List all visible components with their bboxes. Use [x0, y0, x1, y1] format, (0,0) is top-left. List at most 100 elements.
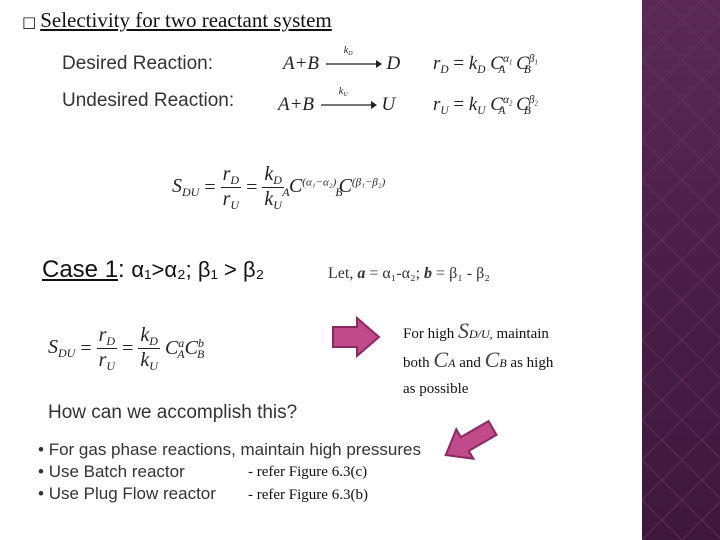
undesired-rate-ca: C	[490, 94, 503, 115]
bullet-dot: •	[38, 462, 44, 481]
sel2-ku: k	[140, 349, 150, 372]
note-p5: as high	[510, 355, 554, 371]
slide-title: □Selectivity for two reactant system	[22, 8, 332, 33]
undesired-rate-k-sub: U	[477, 104, 486, 117]
sel2-eq-2: =	[122, 337, 134, 360]
note-s: S	[458, 318, 470, 343]
sel2-ku-sub: U	[149, 359, 158, 374]
case1-heading: Case 1: α₁>α₂; β₁ > β₂	[42, 256, 264, 284]
sel-lhs-sub: DU	[182, 185, 200, 200]
sel-rd: r	[222, 163, 231, 185]
desired-reactants: A+B	[283, 53, 320, 74]
undesired-reaction-label: Undesired Reaction:	[62, 90, 235, 111]
desired-arrow-k: k	[343, 45, 349, 56]
let-prefix: Let,	[328, 265, 354, 282]
note-p4: and	[459, 355, 481, 371]
title-bullet: □	[22, 13, 37, 31]
let-a-var: a	[357, 265, 366, 282]
decorative-side-panel	[642, 0, 720, 540]
undesired-alpha-sub: 2	[508, 100, 513, 108]
sel2-ca-exp: a	[178, 335, 185, 350]
desired-rate-r: r	[433, 53, 441, 74]
note-ca-sub: A	[448, 356, 456, 370]
sel-ca-sub: A	[282, 185, 290, 200]
bullet-dot: •	[38, 440, 44, 459]
undesired-rate-eq: =	[453, 94, 465, 115]
ref-figure-c: - refer Figure 6.3(c)	[248, 464, 368, 480]
note-ca: C	[433, 347, 449, 372]
sel-ca-exp: (α₁−α₂)	[302, 176, 337, 189]
undesired-rate-law: rU = kU Cα2A Cβ2B	[433, 94, 538, 117]
bullet-text-1: Use Batch reactor	[48, 462, 185, 481]
undesired-rate-cb: C	[516, 94, 529, 115]
diagonal-arrow-icon	[444, 419, 498, 460]
sel-ku: k	[264, 188, 274, 211]
sel2-ca: C	[164, 336, 179, 359]
desired-beta: β	[528, 53, 535, 66]
sel2-eq-1: =	[80, 337, 92, 360]
diamond-pattern-icon	[642, 0, 720, 540]
sel-kd: k	[264, 163, 274, 185]
sel-fraction-r: rD rU	[220, 163, 242, 213]
sel-ru: r	[222, 188, 231, 211]
bullet-text-2: Use Plug Flow reactor	[48, 484, 216, 503]
sel-eq-1: =	[204, 176, 216, 199]
desired-arrow: kD	[324, 45, 382, 69]
desired-rate-law: rD = kD Cα1A Cβ1B	[433, 53, 538, 76]
undesired-product: U	[381, 94, 396, 115]
list-item: • For gas phase reactions, maintain high…	[38, 439, 421, 461]
note-cb-sub: B	[499, 356, 507, 370]
desired-rate-cb: C	[516, 53, 529, 74]
desired-rate-k: k	[468, 53, 478, 74]
sel2-kd: k	[140, 324, 150, 346]
desired-alpha-sub: 1	[508, 59, 513, 67]
undesired-reactants: A+B	[278, 94, 315, 115]
selectivity-equation-case1: SDU = rD rU = kD kU CaACbB	[48, 324, 204, 374]
undesired-rate-r-sub: U	[440, 104, 449, 117]
sel2-ru-sub: U	[106, 359, 116, 374]
sel-rd-sub: D	[230, 173, 240, 188]
sel-cb: C	[338, 175, 352, 198]
sel-kd-sub: D	[273, 173, 282, 188]
sel2-lhs-sub: DU	[58, 346, 76, 361]
desired-ca-sub: A	[498, 63, 506, 76]
note-p2: maintain	[496, 326, 549, 342]
desired-reaction-equation: A+B kD D	[283, 45, 401, 75]
list-item: • Use Plug Flow reactor	[38, 483, 421, 505]
sel2-ru: r	[98, 349, 107, 372]
undesired-arrow-k: k	[338, 86, 344, 97]
title-text: Selectivity for two reactant system	[40, 8, 332, 32]
undesired-beta: β	[528, 94, 535, 107]
let-a-def: = α₁-α₂;	[369, 265, 421, 282]
sel2-rd: r	[98, 324, 107, 346]
case1-condition: α₁>α₂; β₁ > β₂	[131, 257, 265, 282]
sel-lhs: S	[172, 175, 182, 198]
bullet-dot: •	[38, 484, 44, 503]
sel2-cb-sub: B	[196, 347, 205, 362]
selectivity-equation: SDU = rD rU = kD kU C(α₁−α₂)A C(β₁−β₂)B	[172, 163, 385, 213]
sel2-rd-sub: D	[106, 334, 116, 349]
undesired-beta-sub: 2	[534, 100, 538, 108]
desired-cb-sub: B	[523, 63, 531, 76]
note-p3: both	[403, 355, 430, 371]
note-cb: C	[484, 347, 500, 372]
sel2-cb: C	[184, 336, 198, 359]
sel2-fraction-k: kD kU	[138, 324, 160, 374]
undesired-reaction-equation: A+B kU U	[278, 86, 396, 116]
sel-cb-sub: B	[335, 185, 343, 200]
sel2-cb-exp: b	[197, 335, 204, 350]
note-p6: as possible	[403, 381, 469, 397]
case1-word: Case 1	[42, 256, 119, 283]
sel2-kd-sub: D	[149, 334, 158, 349]
sel-ku-sub: U	[273, 198, 282, 213]
sel2-fraction-r: rD rU	[96, 324, 118, 374]
let-b-var: b	[424, 265, 433, 282]
bullet-text-0: For gas phase reactions, maintain high p…	[48, 440, 421, 459]
undesired-rate-k: k	[468, 94, 478, 115]
desired-arrow-k-sub: D	[348, 51, 353, 58]
list-item: • Use Batch reactor	[38, 461, 421, 483]
sel-eq-2: =	[246, 176, 258, 199]
desired-rate-r-sub: D	[440, 63, 449, 76]
desired-product: D	[386, 53, 401, 74]
high-selectivity-note: For high SD/U, maintain both CA and CB a…	[403, 318, 633, 402]
